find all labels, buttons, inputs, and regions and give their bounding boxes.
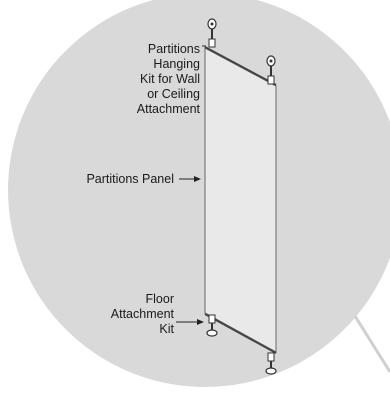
floor-kit-pointer-arrow bbox=[176, 319, 204, 325]
hanging-kit-label-line: or Ceiling bbox=[147, 87, 200, 101]
panel-bottom-edge bbox=[204, 313, 277, 354]
floor-kit-label-line: Floor bbox=[145, 292, 174, 306]
hanging-kit-label-line: Attachment bbox=[136, 102, 200, 116]
hanging-kit-label: Partitions Hanging Kit for Wall or Ceili… bbox=[92, 42, 200, 117]
floor-kit-label: Floor Attachment Kit bbox=[92, 292, 174, 337]
hanging-kit-label-line: Hanging bbox=[153, 57, 200, 71]
floor-kit-label-line: Attachment bbox=[110, 307, 174, 321]
partition-panel bbox=[204, 47, 277, 353]
hanging-hardware-right bbox=[266, 55, 276, 85]
panel-pointer-arrow bbox=[179, 176, 201, 182]
hanging-kit-label-line: Partitions bbox=[147, 42, 200, 56]
hanging-kit-label-line: Kit for Wall bbox=[140, 72, 200, 86]
floor-hardware-right bbox=[265, 352, 277, 375]
panel-label-text: Partitions Panel bbox=[86, 172, 174, 186]
floor-kit-label-line: Kit bbox=[159, 322, 174, 336]
panel-label: Partitions Panel bbox=[40, 172, 200, 187]
detail-circle bbox=[8, 0, 390, 387]
panel-top-edge bbox=[204, 46, 277, 86]
floor-hardware-left bbox=[206, 314, 218, 337]
detail-leader-line bbox=[353, 315, 390, 373]
hanging-hardware-left bbox=[207, 18, 217, 48]
